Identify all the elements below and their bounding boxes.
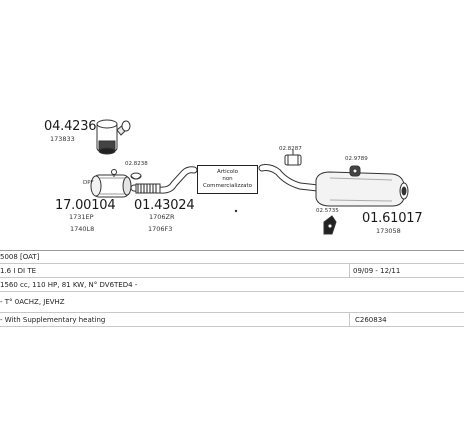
clamp-drawing [284,150,302,166]
table-rule-3 [0,291,464,292]
dpf-drawing [90,169,132,198]
table-rule-2 [0,277,464,278]
tailpipe-kit-ref: 173833 [50,135,75,143]
dpf-ref-1: 1731EP [69,213,94,221]
vehicle-engine: 1.6 I DI TE [0,267,37,275]
bracket-code: 02.5735 [316,208,339,214]
table-rule-bottom [0,326,464,327]
dpf-code: 17.00104 [55,198,116,213]
note-line-3: Commercializzato [202,183,253,189]
table-divider-2 [349,313,350,326]
flex-pipe-code: 01.43024 [134,198,195,213]
vehicle-date-range: 09/09 - 12/11 [353,267,401,275]
bracket-drawing [323,215,337,235]
flex-pipe-ref-2: 1706F3 [148,225,173,233]
dpf-ref-2: 1740L8 [70,225,95,233]
flex-pipe-ref-1: 1706ZR [149,213,175,221]
vehicle-codes: - T° 0ACHZ, JEVHZ [0,298,65,306]
table-rule-4 [0,312,464,313]
not-sold-note-box: Articolo non Commercializzato [197,165,258,194]
reference-mark [234,209,238,213]
rear-silencer-ref: 173058 [376,227,401,235]
hanger-code: 02.9789 [345,156,368,162]
hanger-drawing [349,165,361,177]
flex-pipe-drawing [130,166,198,194]
table-divider-1 [349,264,350,277]
gasket-code: 02.8238 [125,161,148,167]
tailpipe-kit-drawing [96,119,131,155]
note-line-1: Articolo [217,169,238,175]
clamp-code: 02.8287 [279,146,302,152]
table-rule-top [0,250,464,251]
vehicle-feature: - With Supplementary heating [0,316,106,324]
rear-silencer-drawing [258,164,409,207]
catalog-code: C260834 [355,316,387,324]
vehicle-spec: 1560 cc, 110 HP, 81 KW, N° DV6TED4 - [0,281,138,289]
dpf-label: DPF [83,180,94,186]
tailpipe-kit-code: 04.4236 [44,119,97,134]
table-rule-1 [0,263,464,264]
vehicle-model: 5008 [OAT] [0,253,40,261]
rear-silencer-code: 01.61017 [362,211,423,226]
note-line-2: non [222,176,233,182]
gasket-drawing [130,172,142,180]
